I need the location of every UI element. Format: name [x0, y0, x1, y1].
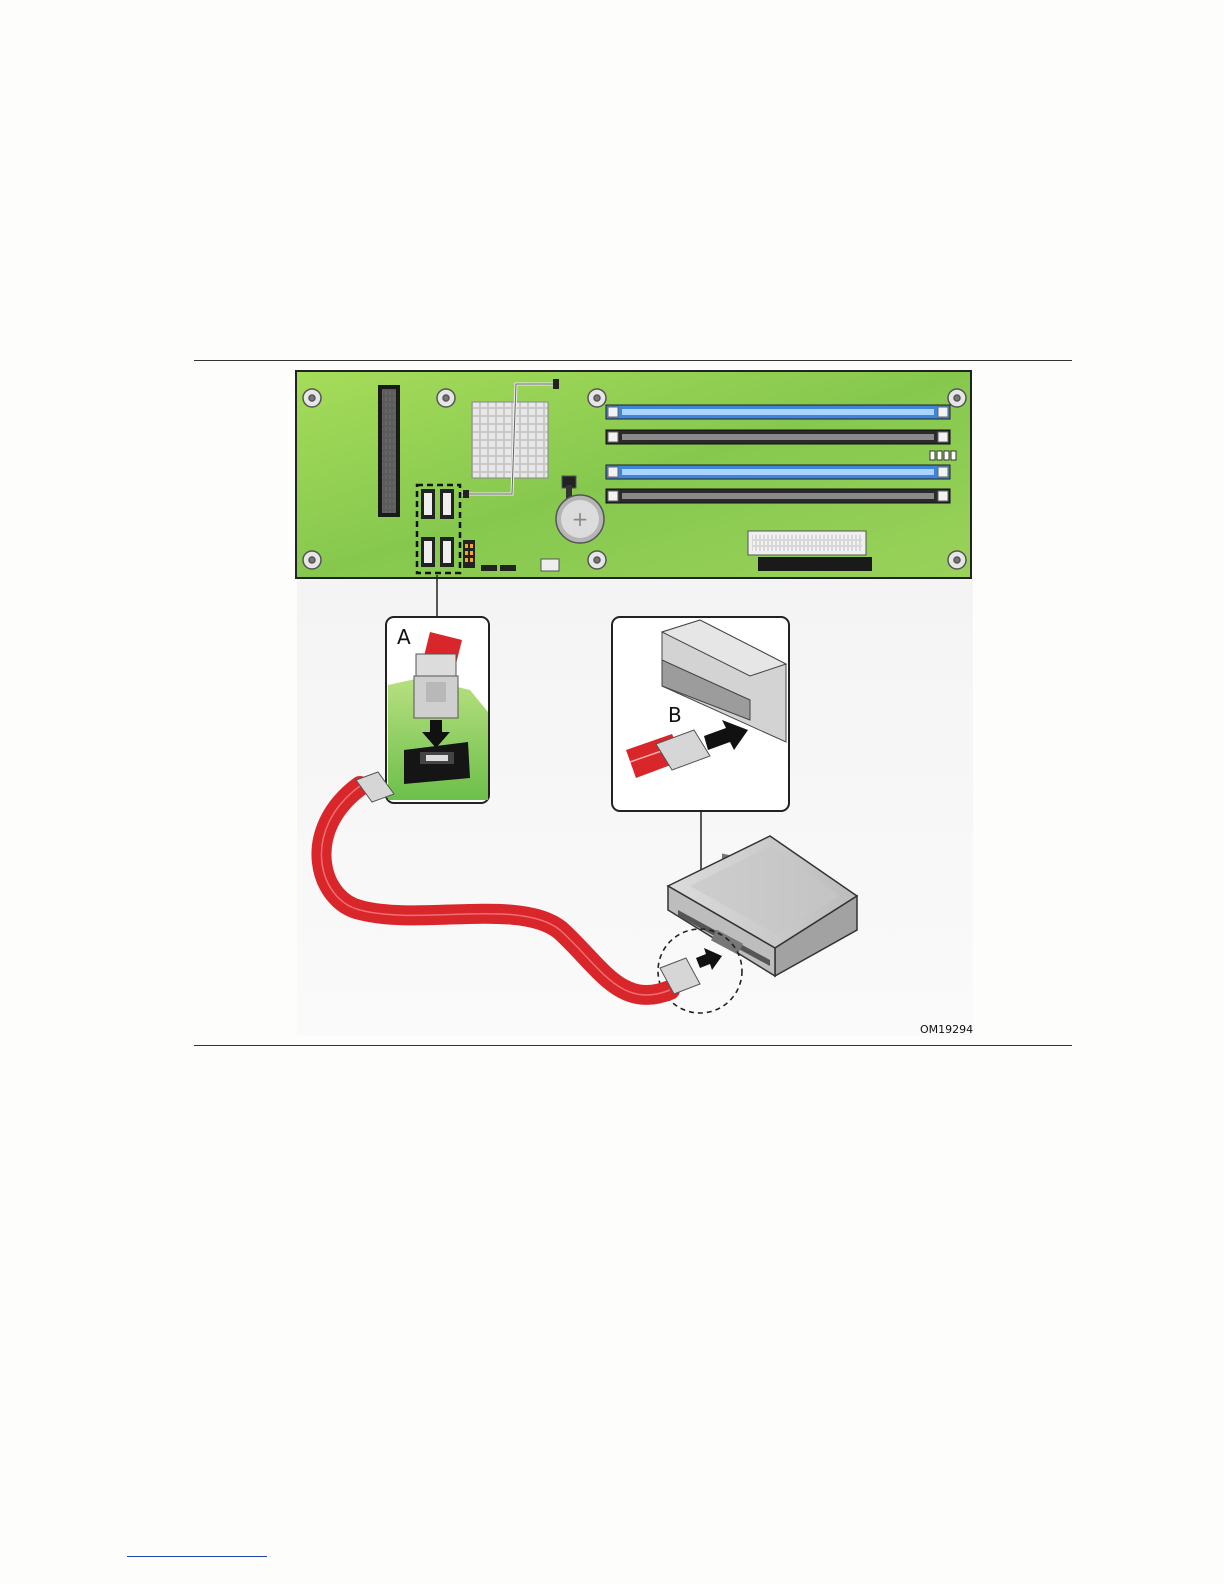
ide-header-bottom [758, 557, 872, 571]
svg-text:+: + [572, 507, 589, 531]
inset-a: A [386, 617, 489, 803]
footnote-separator [127, 1556, 267, 1557]
figure-code: OM19294 [920, 1023, 973, 1036]
callout-label-b: B [668, 703, 682, 727]
motherboard-diagram: + [296, 371, 971, 578]
chipset-heatsink [472, 402, 548, 478]
callout-label-a: A [397, 625, 411, 649]
